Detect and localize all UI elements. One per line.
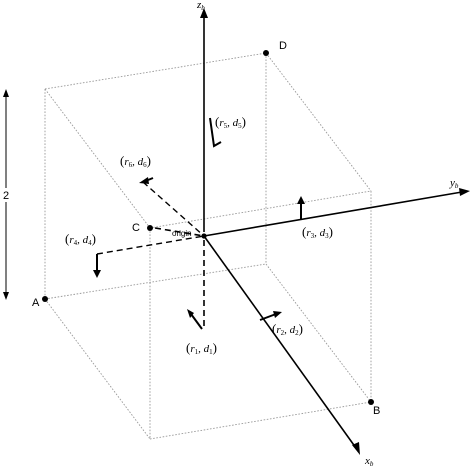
dimension-arrowhead-top — [3, 89, 9, 97]
mark-2-arrowhead — [273, 311, 282, 318]
origin-point — [201, 233, 207, 239]
y-axis-label: yb — [449, 177, 459, 190]
mark-2 — [259, 313, 277, 321]
z-axis: zb — [196, 0, 208, 330]
cube-edge-left-bottom — [44, 298, 151, 440]
dimension-arrowhead-bottom — [3, 292, 9, 300]
mark-4-arrowhead — [93, 270, 101, 278]
position-line-6 — [142, 181, 205, 237]
cube-edge-left-top — [44, 88, 151, 229]
vertex-c-point — [147, 225, 153, 231]
pair-label-3: (r3, d3) — [302, 224, 333, 240]
vertex-b-label: B — [373, 405, 380, 417]
cube-edge-front-top — [44, 52, 267, 90]
cube-edge-back-bottom — [149, 401, 372, 440]
cube-edge-right-top — [265, 52, 372, 192]
vertex-d-label: D — [279, 40, 287, 52]
vertex-a-label: A — [32, 297, 40, 309]
origin-label: origin — [172, 229, 192, 238]
position-line-4 — [96, 235, 205, 255]
x-axis-line — [203, 235, 357, 449]
x-axis: xb — [203, 235, 374, 468]
y-axis-arrowhead — [459, 188, 470, 196]
cube-edge-right-bottom — [265, 263, 372, 403]
mark-6-arrowhead — [139, 177, 149, 184]
mark-1-arrowhead — [187, 309, 194, 318]
mark-1 — [190, 313, 203, 330]
pair-label-6: (r6, d6) — [120, 153, 151, 169]
vertex-a-point — [42, 296, 48, 302]
dimension-marker: 2 — [0, 89, 12, 300]
pair-label-2: (r2, d2) — [272, 321, 303, 337]
pair-label-4: (r4, d4) — [65, 231, 96, 247]
x-axis-arrowhead — [352, 442, 360, 455]
vertex-d-point — [263, 50, 269, 56]
pair-label-5: (r5, d5) — [215, 114, 246, 130]
pair-label-1: (r1, d1) — [186, 340, 217, 356]
z-axis-label: zb — [196, 0, 205, 12]
cube-edge-back-top — [149, 190, 372, 229]
dimension-label: 2 — [3, 190, 9, 202]
y-axis-line-hidden — [154, 227, 205, 237]
z-axis-arrowhead — [200, 8, 208, 18]
mark-3-arrowhead — [297, 196, 305, 204]
mark-5 — [209, 117, 222, 148]
vertex-c-label: C — [132, 222, 140, 234]
y-axis-line — [203, 191, 463, 237]
vertex-b-point — [368, 399, 374, 405]
x-axis-label: xb — [364, 455, 374, 468]
y-axis: yb — [154, 177, 470, 237]
orientation-marks — [93, 117, 305, 330]
cube-edge-front-bottom — [44, 263, 267, 300]
cube-wireframe — [44, 52, 372, 440]
